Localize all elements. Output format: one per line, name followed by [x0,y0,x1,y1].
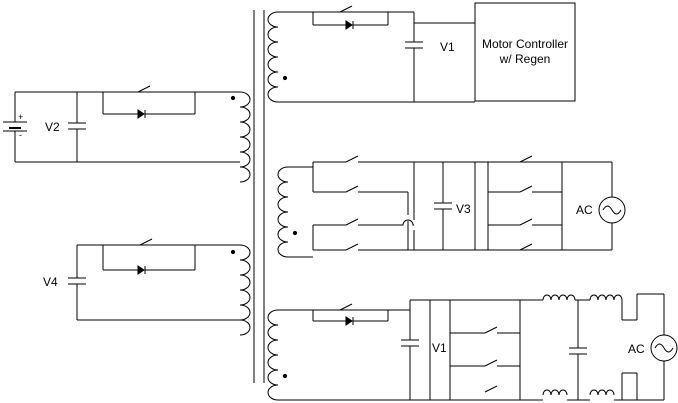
v1-bottom-label: V1 [432,341,447,355]
ac-source-bottom [650,334,678,362]
v2-polarity-dot [230,95,236,101]
v3-ac-circuit: V3 AC [277,155,626,258]
motor-controller-label: Motor Controller [482,37,568,51]
middle-polarity-dot [292,230,298,236]
ac-middle-label: AC [576,203,593,217]
top-switch-diode [312,5,389,30]
ac-source-middle [598,196,626,224]
v2-winding-circuit: + - V2 [3,85,251,183]
v1-motor-circuit: V1 Motor Controller w/ Regen [267,2,576,103]
bottom-switch-diode [312,303,389,326]
motor-controller-sublabel: w/ Regen [499,52,551,66]
bottom-polarity-dot [282,373,288,379]
filter-inductor-1 [542,294,576,301]
v4-polarity-dot [230,249,236,255]
v2-switch-diode [102,85,196,119]
filter-inductor-4 [589,389,615,396]
filter-inductor-3 [542,389,568,396]
v2-label: V2 [45,120,60,134]
v4-switch-diode [102,238,196,275]
v2-minus-sign: - [19,130,22,140]
v1-bottom-capacitor [401,339,419,347]
bottom-secondary-coil [267,309,279,401]
v1-top-label: V1 [440,40,455,54]
v4-winding-circuit: V4 [43,238,251,336]
v3-capacitor [434,202,452,210]
v2-plus-sign: + [18,112,23,122]
v3-label: V3 [456,202,471,216]
v1-top-capacitor [405,41,423,49]
v1-ac-circuit: V1 [267,293,678,401]
ac-bottom-label: AC [628,342,645,356]
motor-controller-box [474,2,576,102]
v4-capacitor [68,277,86,285]
top-secondary-coil [267,11,279,103]
v4-winding-coil [239,244,251,336]
v2-capacitor [68,122,86,130]
top-polarity-dot [282,75,288,81]
v4-label: V4 [43,275,58,289]
v2-battery [3,121,27,132]
transformer-core [253,10,265,383]
middle-secondary-coil [277,166,289,258]
filter-inductor-2 [589,294,623,301]
filter-capacitor [569,347,587,355]
v2-winding-coil [239,91,251,183]
